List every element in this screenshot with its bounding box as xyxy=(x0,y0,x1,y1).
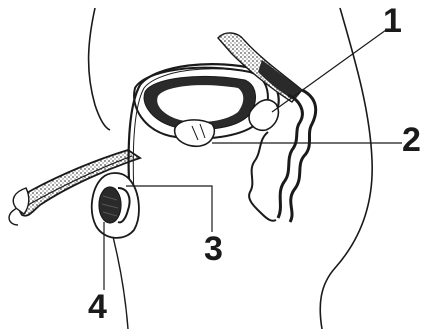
callout-label-4: 4 xyxy=(88,290,107,324)
back-outline xyxy=(320,8,372,329)
prostate xyxy=(175,120,215,146)
leader-line-1 xyxy=(272,30,386,112)
testis xyxy=(99,187,121,223)
glans xyxy=(13,188,29,214)
colon-wall-inner xyxy=(249,132,276,221)
callout-label-1: 1 xyxy=(383,4,402,38)
callout-label-2: 2 xyxy=(402,123,421,157)
callout-label-3: 3 xyxy=(204,232,223,266)
abdomen-outline xyxy=(89,8,110,130)
leg-outline xyxy=(110,225,128,329)
